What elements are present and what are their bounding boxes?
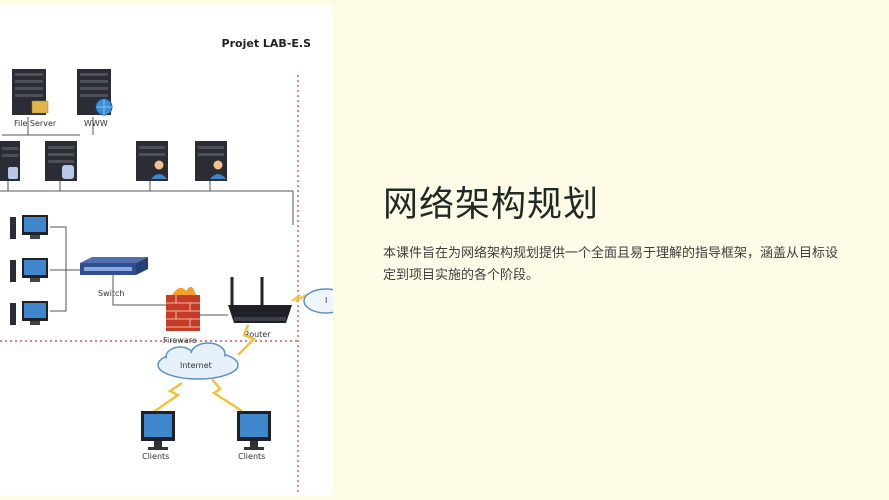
slide-heading: 网络架构规划 <box>383 185 600 225</box>
router-label: Router <box>244 330 271 339</box>
user-server-icon <box>136 141 168 181</box>
slide-description: 本课件旨在为网络架构规划提供一个全面且易于理解的指导框架，涵盖从目标设定到项目实… <box>383 246 839 283</box>
file-server-label: File Server <box>14 119 57 128</box>
www-server-icon <box>77 69 113 116</box>
clients-label-2: Clients <box>238 452 265 461</box>
clients-label-1: Clients <box>142 452 169 461</box>
www-server-label: WWW <box>84 119 108 128</box>
database-server-icon <box>45 141 77 181</box>
client-monitor-icon-1 <box>141 411 175 450</box>
server-icon <box>0 141 20 181</box>
internet-label: Internet <box>180 361 212 370</box>
network-diagram-svg: File Server WWW <box>0 69 333 495</box>
workstation-icon-3 <box>10 301 48 325</box>
workstation-icon-1 <box>10 215 48 239</box>
diagram-title: Projet LAB-E.S <box>221 37 311 50</box>
firewall-icon <box>166 286 200 331</box>
network-diagram: File Server WWW <box>0 5 333 495</box>
client-monitor-icon-2 <box>237 411 271 450</box>
router-icon <box>228 277 292 323</box>
internet-cloud-icon <box>157 342 239 380</box>
firewall-label: Fireware <box>163 336 197 345</box>
switch-icon <box>80 257 148 275</box>
file-server-icon <box>12 69 49 115</box>
cut-cloud-icon <box>303 288 333 314</box>
switch-label: Switch <box>98 289 124 298</box>
workstation-icon-2 <box>10 258 48 282</box>
cut-internet-label: I <box>325 296 327 305</box>
slide-text-panel: 网络架构规划 本课件旨在为网络架构规划提供一个全面且易于理解的指导框架，涵盖从目… <box>333 0 889 500</box>
user-server-icon-2 <box>195 141 227 181</box>
